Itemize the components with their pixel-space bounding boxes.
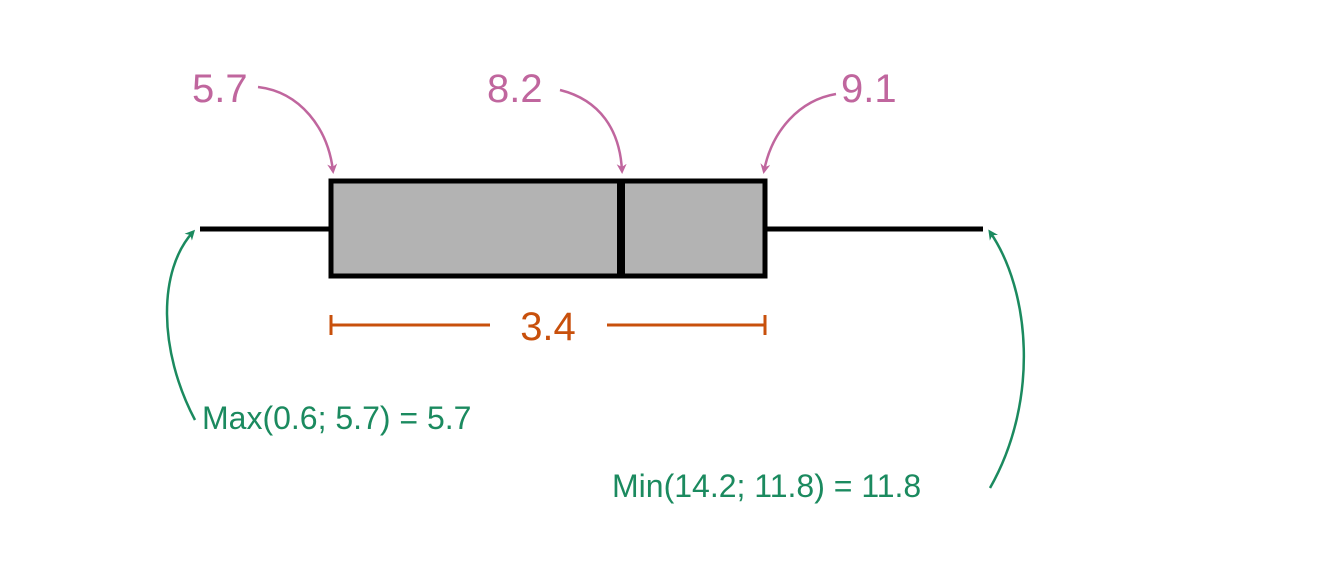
lower-fence-label: Max(0.6; 5.7) = 5.7 [202,400,471,436]
q1-arrow [257,85,338,174]
iqr-label: 3.4 [520,305,576,349]
q3-arrow [760,92,837,174]
upper-fence-arrow [988,229,1026,489]
iqr-box [328,178,768,279]
lower-fence-arrow [165,229,197,421]
upper-fence-label: Min(14.2; 11.8) = 11.8 [612,468,921,504]
q1-label: 5.7 [192,67,248,111]
median-label: 8.2 [487,67,543,111]
q3-label: 9.1 [841,67,897,111]
median-arrow [559,88,627,174]
